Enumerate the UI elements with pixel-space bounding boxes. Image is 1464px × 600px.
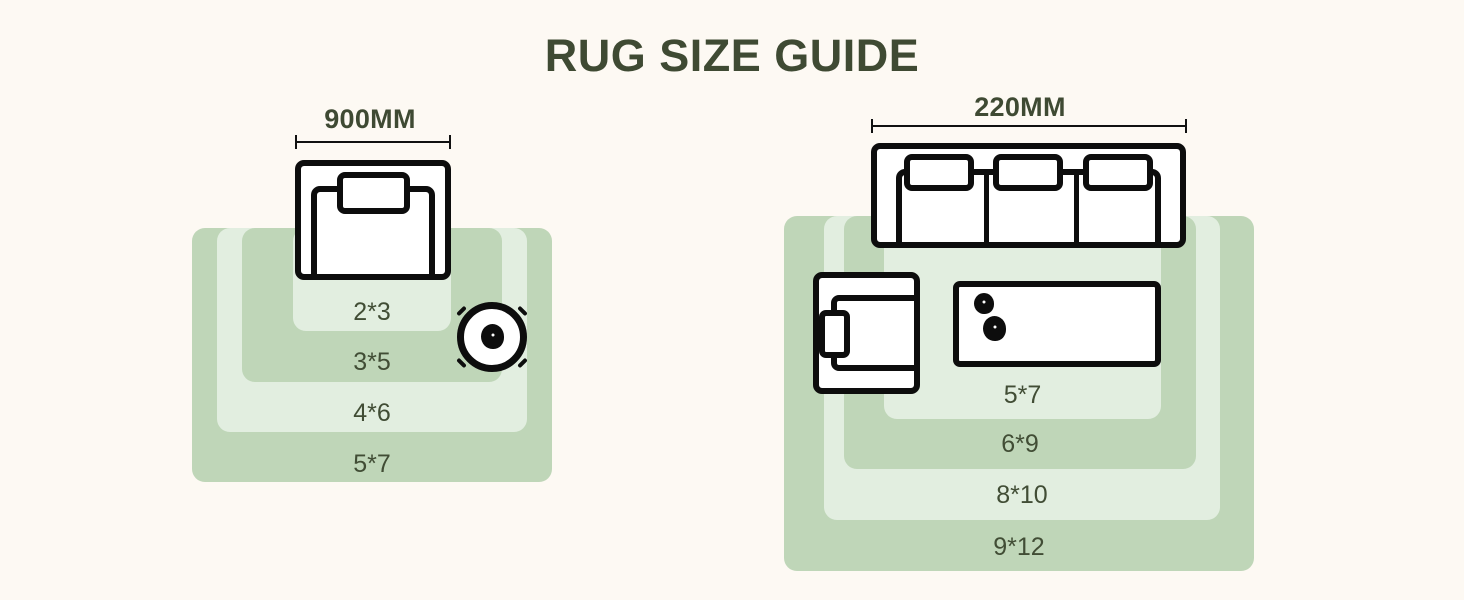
sofa-pillow-1: [904, 154, 974, 191]
rug-label-2x3: 2*3: [353, 298, 391, 326]
dimension-tick-left: [871, 119, 873, 133]
rug-label-5x7-living-room: 5*7: [1003, 381, 1042, 409]
rug-label-8x10: 8*10: [996, 481, 1048, 509]
page-title: RUG SIZE GUIDE: [544, 30, 920, 81]
dimension-bar: [871, 125, 1187, 127]
sofa-seat-divider-1: [984, 173, 989, 248]
dimension-bar: [295, 141, 451, 143]
sofa-pillow-3: [1083, 154, 1153, 191]
rug-label-9x12: 9*12: [993, 533, 1045, 561]
dimension-tick-right: [449, 135, 451, 149]
rug-label-3x5: 3*5: [353, 348, 391, 376]
coffee-table-decor-2: [983, 316, 1006, 341]
sofa-seat-divider-2: [1074, 173, 1079, 248]
coffee-table-decor-1: [974, 293, 994, 314]
armchair-top-view: [813, 272, 920, 394]
bed-pillow: [337, 172, 410, 214]
rug-label-4x6: 4*6: [353, 399, 391, 427]
dimension-tick-right: [1185, 119, 1187, 133]
table-top: [457, 302, 527, 372]
sofa-pillow-2: [993, 154, 1063, 191]
dimension-label-living-room: 220MM: [974, 92, 1066, 122]
armchair-cushion: [819, 310, 850, 358]
sofa-three-seat: [871, 143, 1186, 248]
rug-label-5x7-bedroom: 5*7: [353, 450, 391, 478]
dimension-label-bedroom: 900MM: [324, 104, 416, 134]
dimension-line-living-room: [871, 119, 1187, 133]
bed-top-view: [295, 160, 451, 280]
round-side-table: [451, 296, 533, 378]
armchair-seat: [831, 295, 920, 371]
rug-label-6x9: 6*9: [1001, 430, 1039, 458]
dimension-tick-left: [295, 135, 297, 149]
dimension-line-bedroom: [295, 135, 451, 149]
table-decor-blob: [481, 324, 504, 349]
coffee-table: [953, 281, 1161, 367]
